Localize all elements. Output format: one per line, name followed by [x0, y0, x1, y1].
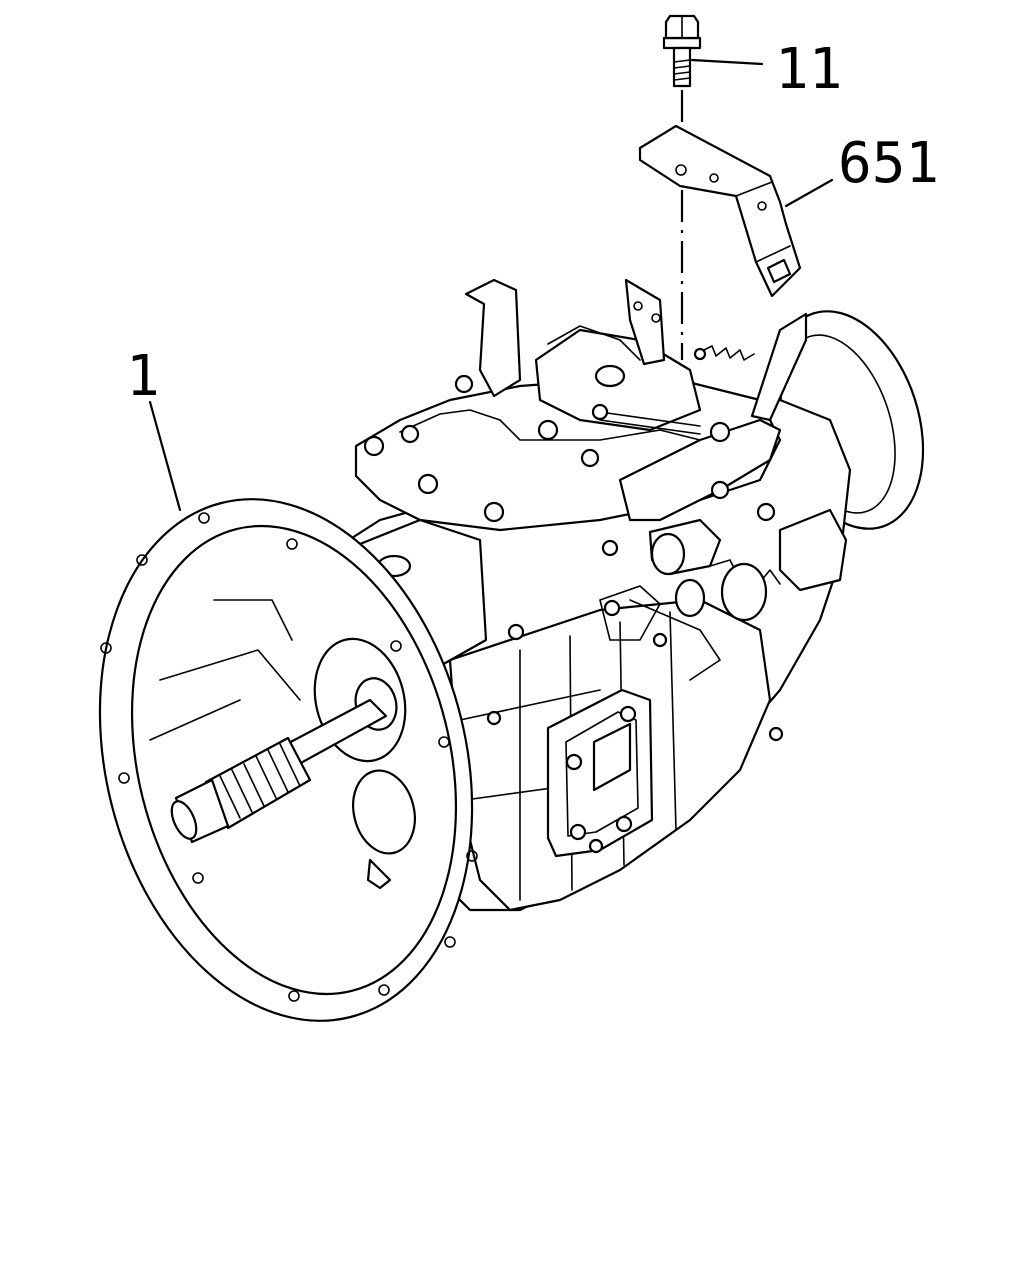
callout-11-label: 11 [775, 37, 842, 102]
input-shaft [170, 698, 388, 844]
callout-11: 11 [690, 37, 842, 102]
bracket-part[interactable] [638, 124, 802, 360]
callout-651: 651 [784, 131, 939, 208]
transmission-part[interactable] [47, 278, 949, 1061]
return-spring [693, 345, 755, 361]
callout-1-label: 1 [126, 344, 160, 409]
callout-651-label: 651 [838, 131, 939, 196]
callout-1: 1 [126, 344, 182, 512]
